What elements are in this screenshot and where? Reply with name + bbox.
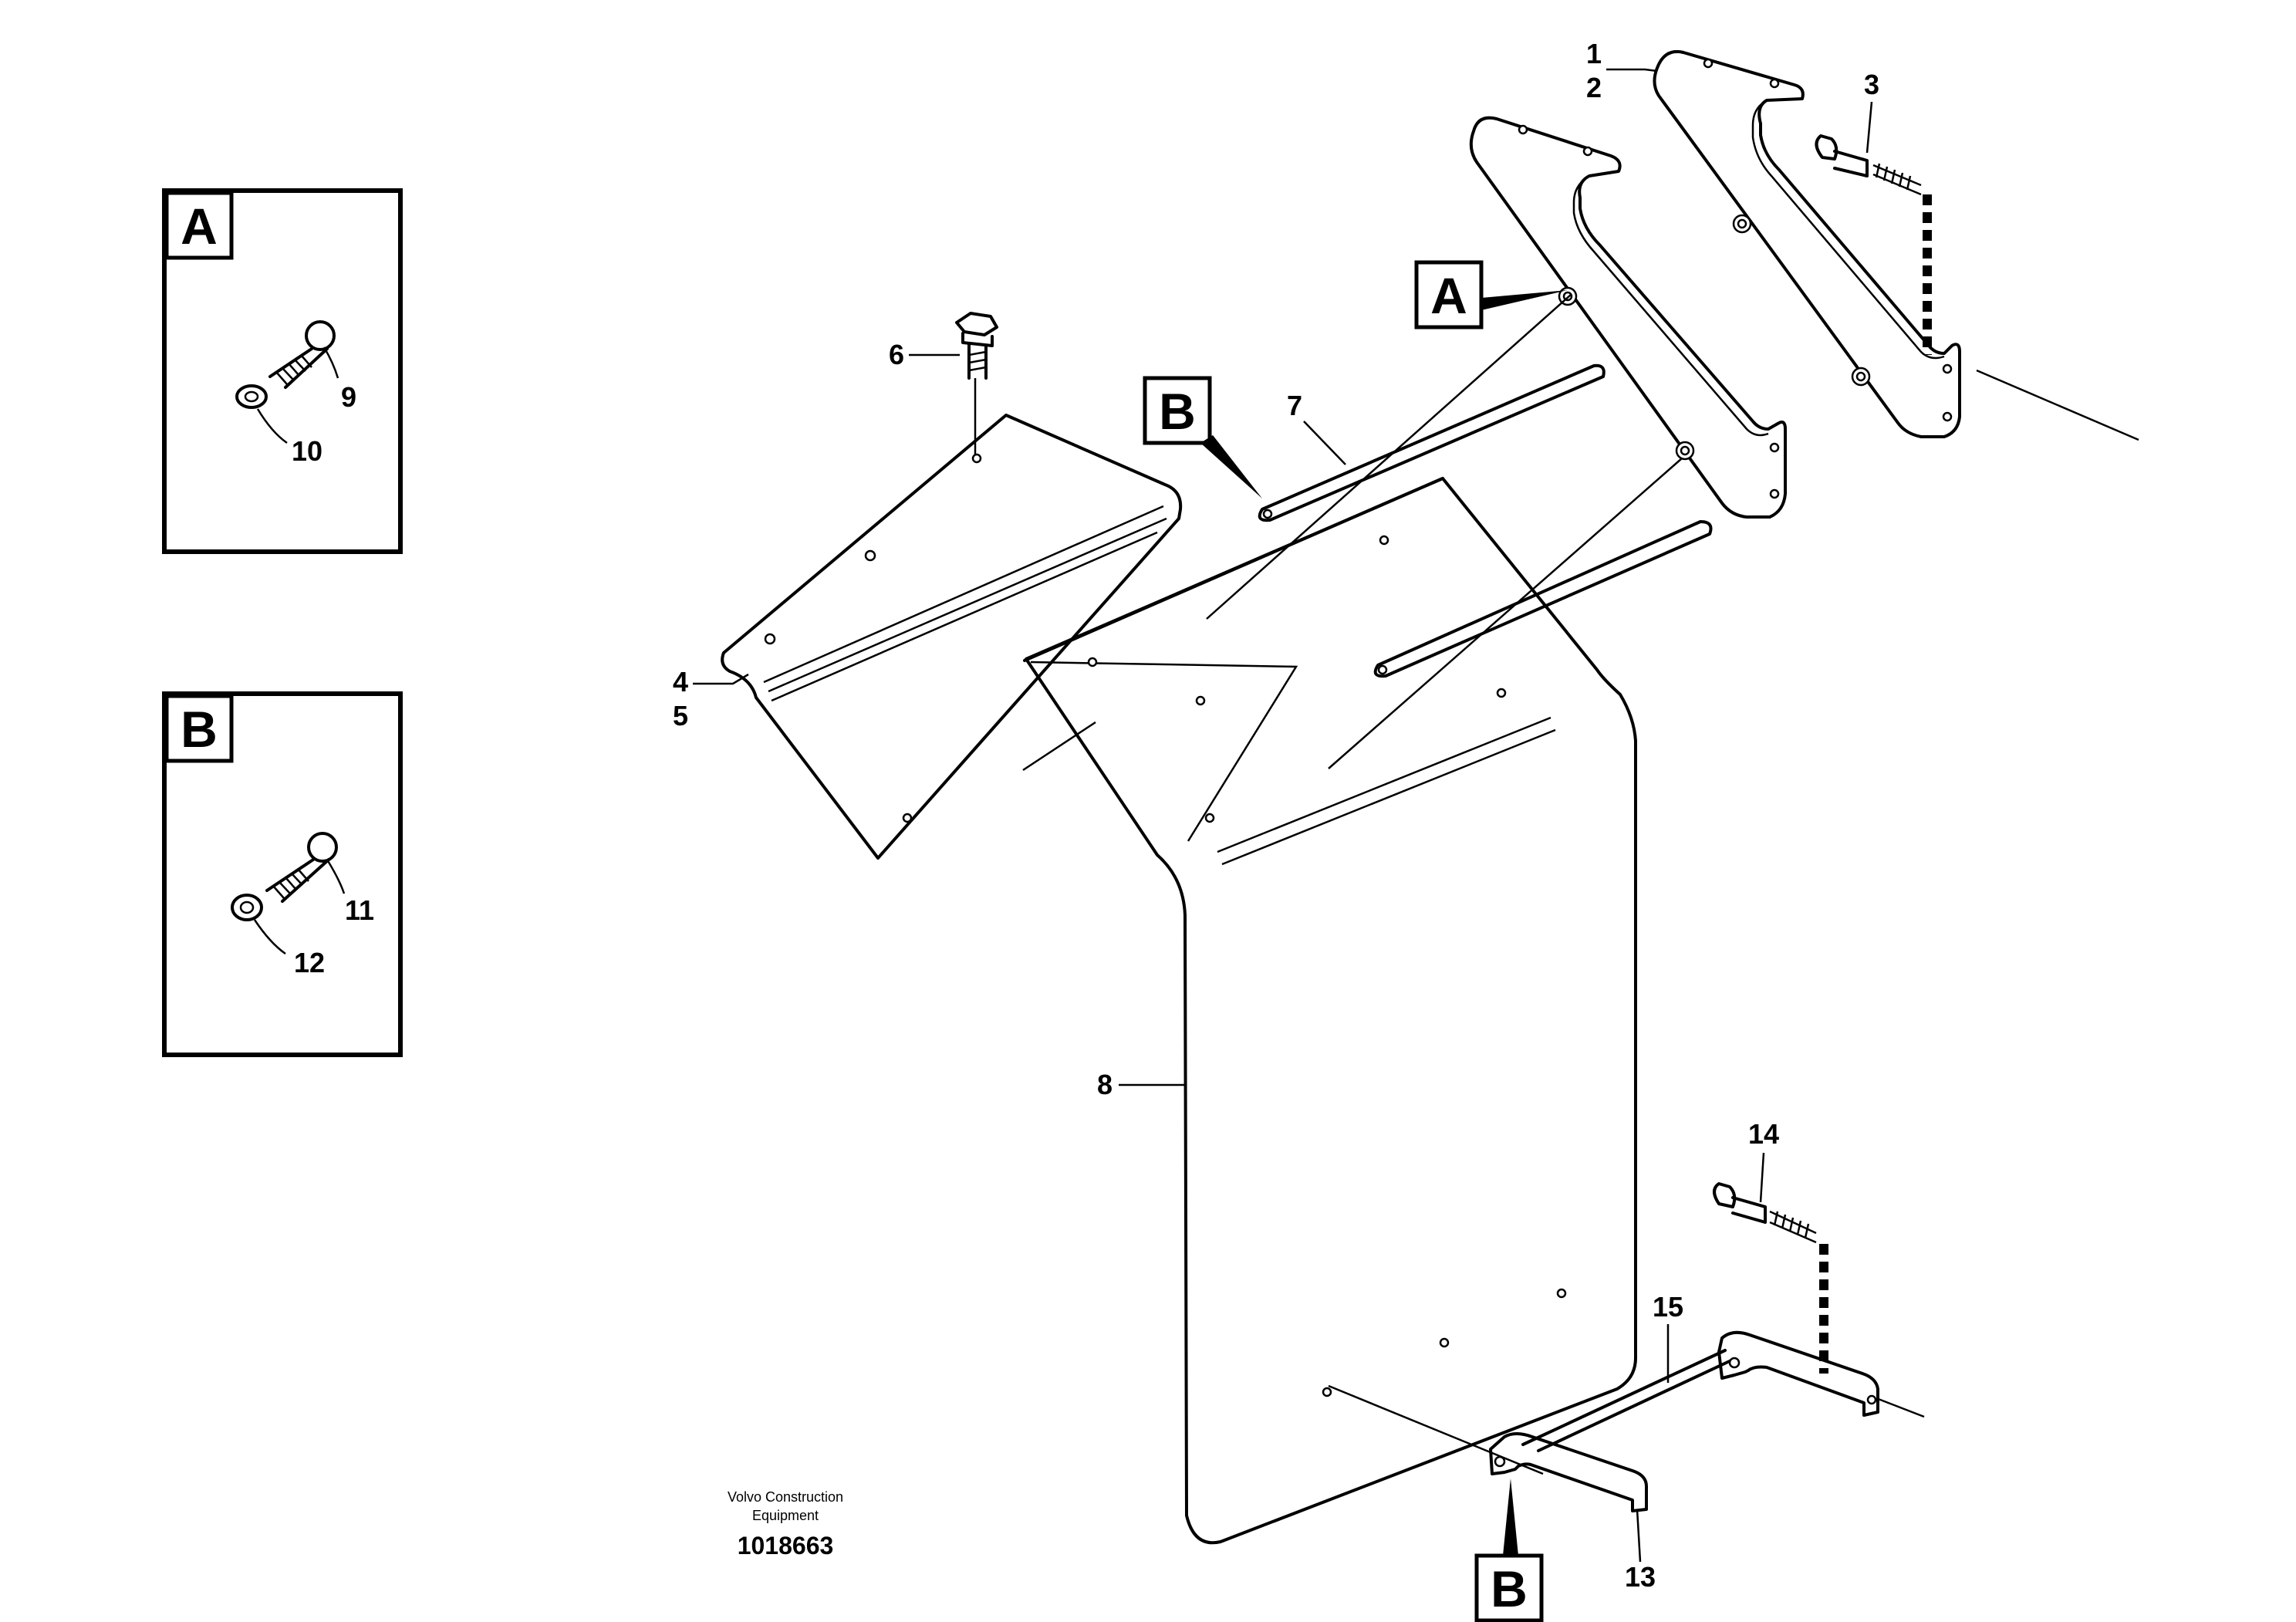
callout-b-upper: B (1143, 376, 1262, 498)
svg-text:B: B (1491, 1560, 1528, 1617)
label-14: 14 (1748, 1118, 1779, 1150)
bolt-9-icon (268, 320, 336, 389)
label-10: 10 (292, 435, 322, 467)
inset-b: B 11 12 (162, 691, 403, 1057)
drawing-number: 1018663 (738, 1532, 834, 1559)
bolt-14-icon (1713, 1182, 1817, 1244)
bolt-3-icon (1815, 134, 1922, 196)
label-8: 8 (1097, 1069, 1113, 1100)
label-9: 9 (341, 381, 356, 413)
bracket-front (1469, 116, 1787, 519)
label-7: 7 (1287, 390, 1302, 421)
washer-10-icon (235, 384, 268, 409)
bracket-1-2 (1653, 50, 1961, 438)
svg-text:A: A (1430, 267, 1467, 324)
washer-12-icon (231, 894, 263, 921)
label-13: 13 (1625, 1561, 1656, 1593)
bracket-13-15 (1489, 1330, 1925, 1512)
label-5: 5 (673, 700, 688, 732)
inset-b-letter: B (181, 701, 218, 758)
label-11: 11 (345, 894, 374, 926)
svg-text:B: B (1159, 383, 1196, 440)
label-4: 4 (673, 666, 688, 698)
publisher-credit: Volvo Construction Equipment 1018663 (728, 1489, 843, 1559)
rod-7-upper (1258, 363, 1606, 522)
callout-a-upper: A (1414, 260, 1568, 329)
mud-flap-8 (1025, 477, 1637, 1545)
credit-line-2: Equipment (752, 1508, 819, 1523)
rod-7-lower (1373, 520, 1713, 678)
bolt-6-icon (955, 312, 998, 455)
label-12: 12 (294, 947, 325, 978)
reinforcement-panel (1023, 477, 1444, 662)
bolt-11-icon (265, 832, 338, 903)
label-15: 15 (1653, 1291, 1683, 1323)
splash-guard-4-5 (721, 414, 1183, 860)
callout-b-lower: B (1474, 1478, 1544, 1622)
thread-line-3 (1923, 194, 2139, 441)
inset-a-letter: A (181, 198, 218, 255)
label-2: 2 (1586, 72, 1602, 103)
label-1: 1 (1586, 38, 1602, 69)
label-6: 6 (889, 339, 904, 370)
credit-line-1: Volvo Construction (728, 1489, 843, 1505)
label-3: 3 (1864, 69, 1879, 100)
inset-a: A 9 10 (162, 188, 403, 554)
